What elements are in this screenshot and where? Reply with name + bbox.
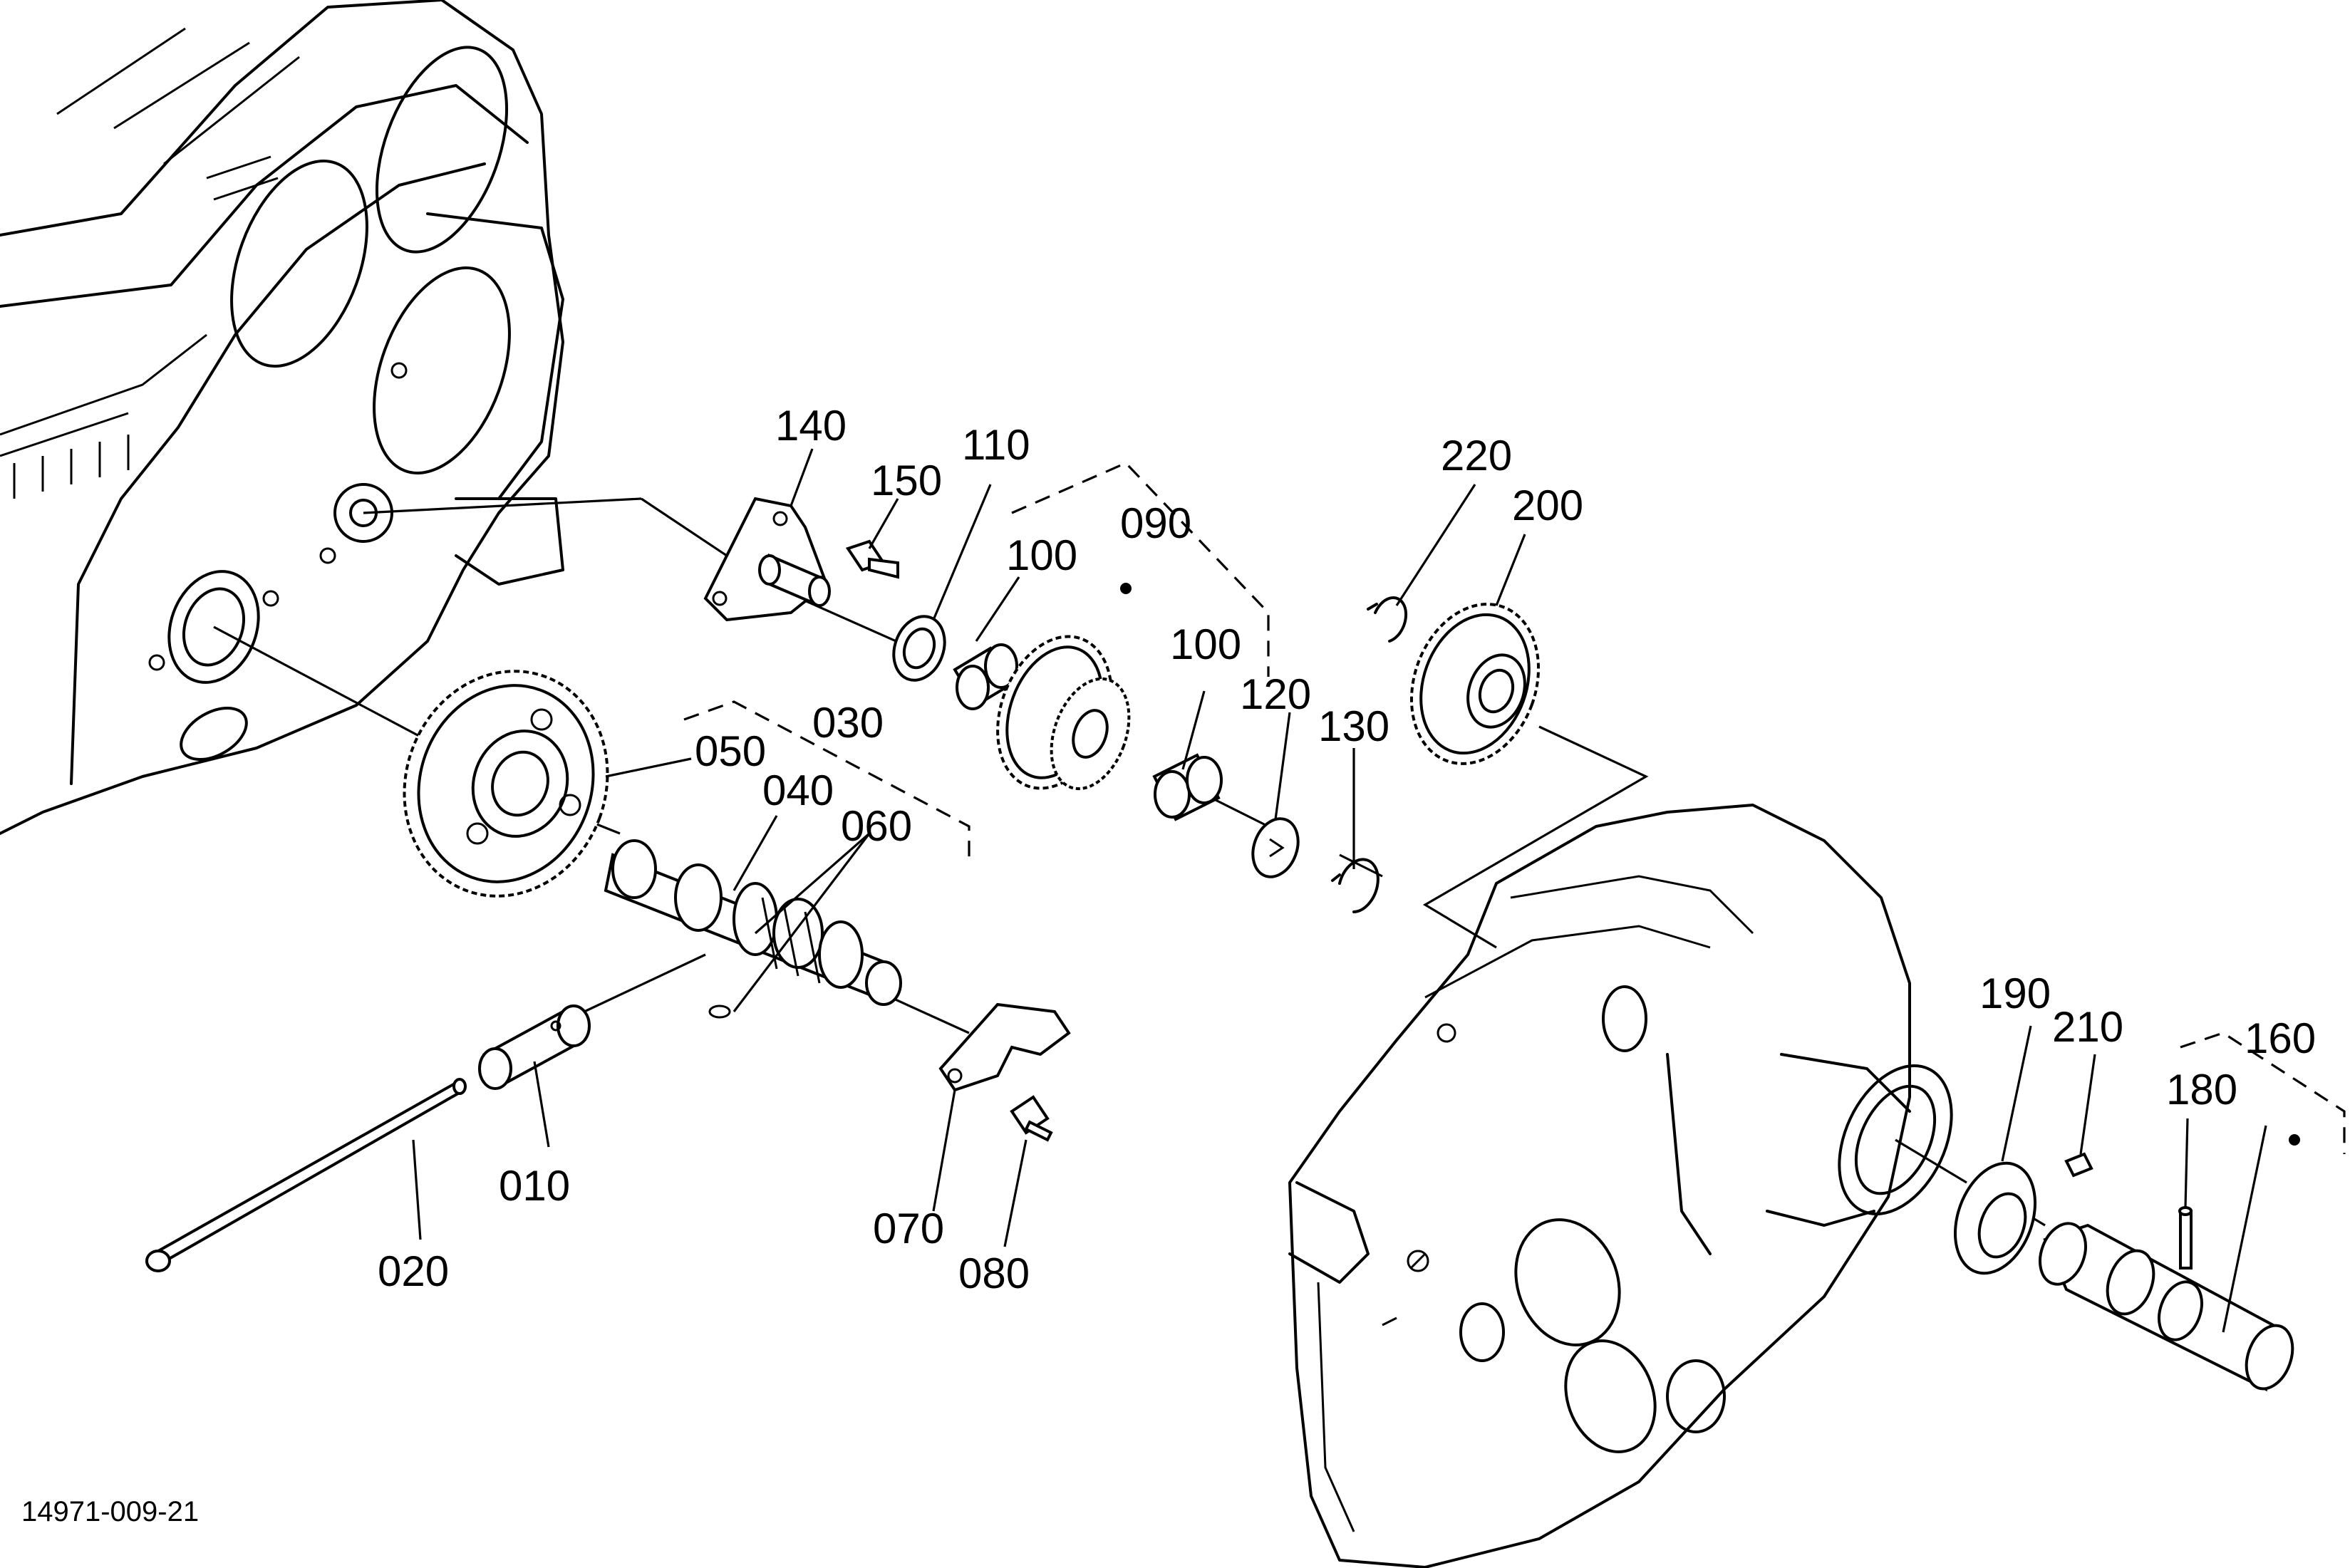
part-number-labels: 140 150 110 100 090 220 200 100 120 130 … xyxy=(21,402,2316,1527)
label-100-front: 100 xyxy=(1006,531,1077,579)
label-110: 110 xyxy=(962,421,1030,469)
feather-key xyxy=(2064,1152,2093,1178)
thrust-collar xyxy=(892,615,946,682)
label-090: 090 xyxy=(1120,499,1191,547)
tappet xyxy=(478,1004,591,1090)
injection-pump-gear xyxy=(1409,603,1541,765)
label-leaders xyxy=(412,448,2267,1333)
label-200: 200 xyxy=(1512,482,1583,529)
bushing-rear xyxy=(1152,753,1223,821)
label-100-rear: 100 xyxy=(1170,621,1241,668)
shaft xyxy=(2039,1134,2300,1392)
camshaft xyxy=(604,839,902,1019)
idle-gear-shaft xyxy=(703,497,899,622)
label-010: 010 xyxy=(499,1162,570,1210)
snap-ring xyxy=(1367,596,1408,643)
push-rod xyxy=(145,1078,467,1272)
label-120: 120 xyxy=(1240,670,1311,718)
label-150: 150 xyxy=(871,457,942,504)
thrust-washer xyxy=(1251,817,1300,878)
gear-case-housing xyxy=(0,0,564,835)
drawing-number: 14971-009-21 xyxy=(21,1496,199,1527)
oil-seal xyxy=(1953,1161,2037,1275)
assembly-brackets xyxy=(683,462,2346,1154)
label-030: 030 xyxy=(812,699,884,747)
circlip xyxy=(1331,858,1380,913)
camshaft-stopper-plate xyxy=(938,1002,1071,1142)
label-080: 080 xyxy=(958,1250,1030,1297)
gear-case-cover xyxy=(1288,804,1953,1568)
label-050: 050 xyxy=(695,727,766,775)
label-040: 040 xyxy=(762,767,834,814)
label-210: 210 xyxy=(2052,1003,2123,1051)
idle-gear xyxy=(996,583,1132,791)
spring-pin xyxy=(2178,1206,2193,1270)
label-190: 190 xyxy=(1979,970,2051,1017)
label-140: 140 xyxy=(775,402,847,450)
label-160: 160 xyxy=(2245,1014,2316,1062)
label-060: 060 xyxy=(841,802,912,850)
label-130: 130 xyxy=(1318,702,1389,750)
label-220: 220 xyxy=(1441,432,1512,479)
label-070: 070 xyxy=(873,1205,944,1252)
label-180: 180 xyxy=(2166,1066,2237,1113)
camshaft-gear xyxy=(403,670,609,898)
label-020: 020 xyxy=(378,1247,449,1295)
bushing-front xyxy=(953,643,1018,710)
